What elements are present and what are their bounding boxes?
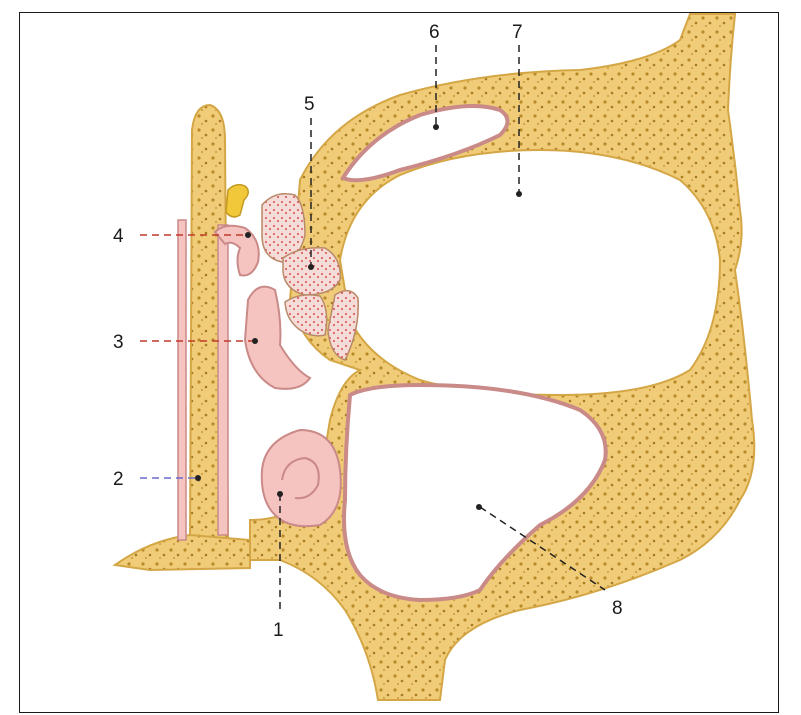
label-1: 1 — [273, 620, 284, 641]
label-6: 6 — [429, 22, 440, 43]
leader-dot-2 — [195, 475, 201, 481]
leader-dot-6 — [433, 124, 439, 130]
leader-dot-5 — [308, 264, 314, 270]
leader-dot-1 — [277, 491, 283, 497]
leader-dot-4 — [245, 232, 251, 238]
septum-mucosa — [178, 220, 186, 540]
label-2: 2 — [113, 469, 124, 490]
leader-dot-7 — [516, 191, 522, 197]
orbit-cavity — [340, 150, 720, 395]
label-8: 8 — [612, 598, 623, 619]
inferior-turbinate — [262, 430, 341, 526]
leader-dot-8 — [476, 504, 482, 510]
septum-mucosa-right — [218, 225, 228, 535]
label-7: 7 — [512, 22, 523, 43]
label-5: 5 — [304, 94, 315, 115]
label-4: 4 — [113, 226, 124, 247]
leader-dot-3 — [252, 338, 258, 344]
ethmoid-cell-lower-left — [285, 295, 327, 336]
label-3: 3 — [113, 332, 124, 353]
crista-galli — [226, 185, 248, 217]
